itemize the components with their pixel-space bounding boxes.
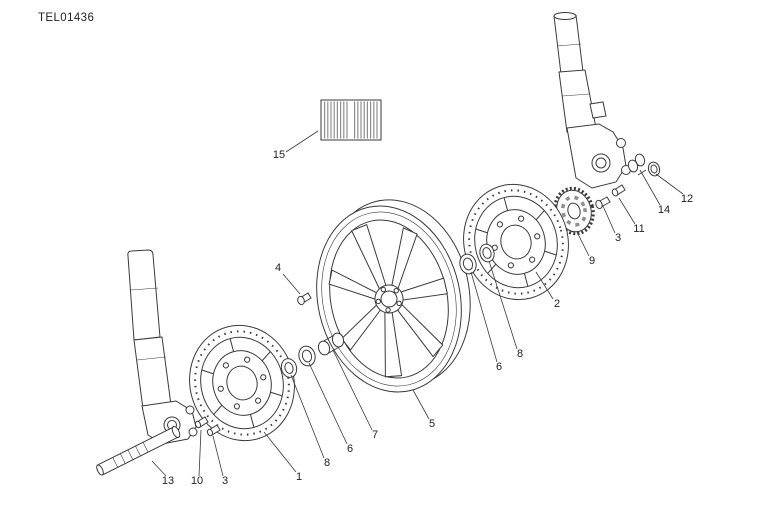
part-callout-14: 14 [658,204,670,216]
part-callout-6: 6 [496,361,502,373]
part-callout-5: 5 [429,418,435,430]
tone-wheel-part-9 [553,186,595,236]
wheel-hub [374,284,404,314]
wheel-spokes [328,223,448,378]
leader-line-3 [602,205,616,234]
part-callout-11: 11 [633,223,644,235]
part-callout-8: 8 [324,457,330,469]
front-wheel-rim [316,199,471,393]
spacer-tube-part-7 [317,332,345,356]
washer-part-12 [647,161,661,177]
front-fork-right [553,12,631,189]
leader-line-5 [412,389,430,420]
part-callout-1: 1 [296,471,302,483]
leader-line-6 [470,271,498,363]
caliper-lug [188,427,198,437]
leader-line-9 [576,231,590,257]
screw-part-3-right [595,196,611,210]
spacer-part-14 [627,153,647,176]
part-callout-3: 3 [615,232,621,244]
leader-line-7 [332,349,373,431]
brake-hose-bracket [589,101,607,119]
part-callout-9: 9 [589,255,595,267]
leader-line-11 [618,197,636,225]
part-callout-4: 4 [275,262,281,274]
pad-kit-part-15 [320,99,382,141]
leader-line-3 [212,435,224,477]
drawing-code: TEL01436 [38,12,95,24]
leader-line-6 [308,362,348,445]
screw-part-3-left [206,424,221,437]
bearing-part-6-left [298,345,316,367]
leader-line-2 [535,271,554,300]
part-callout-3: 3 [222,475,228,487]
screw-part-4 [297,292,312,306]
caliper-lug [616,138,626,148]
brake-disc-right [463,183,569,301]
leader-line-14 [639,169,661,206]
part-callout-13: 13 [162,475,174,487]
bolt-part-11 [611,184,626,197]
leader-line-12 [655,173,684,195]
leader-line-15 [285,130,319,153]
part-callout-7: 7 [372,429,378,441]
brake-disc-left [189,324,295,442]
leader-line-8 [290,374,325,459]
leader-line-13 [151,460,167,477]
part-callout-15: 15 [273,149,285,161]
leader-line-1 [263,431,297,473]
front-fork-left [127,249,198,445]
screw-part-10 [194,416,209,429]
part-callout-12: 12 [681,193,693,205]
caliper-lug [185,405,195,415]
part-callout-2: 2 [554,298,560,310]
bearing-part-6-right [459,253,477,275]
wheel-axle-part-13 [96,425,181,476]
leader-line-10 [198,429,202,477]
part-callout-8: 8 [517,348,523,360]
leader-line-4 [282,273,301,295]
part-callout-10: 10 [191,475,203,487]
leader-line-8 [488,260,518,350]
part-callout-6: 6 [347,443,353,455]
